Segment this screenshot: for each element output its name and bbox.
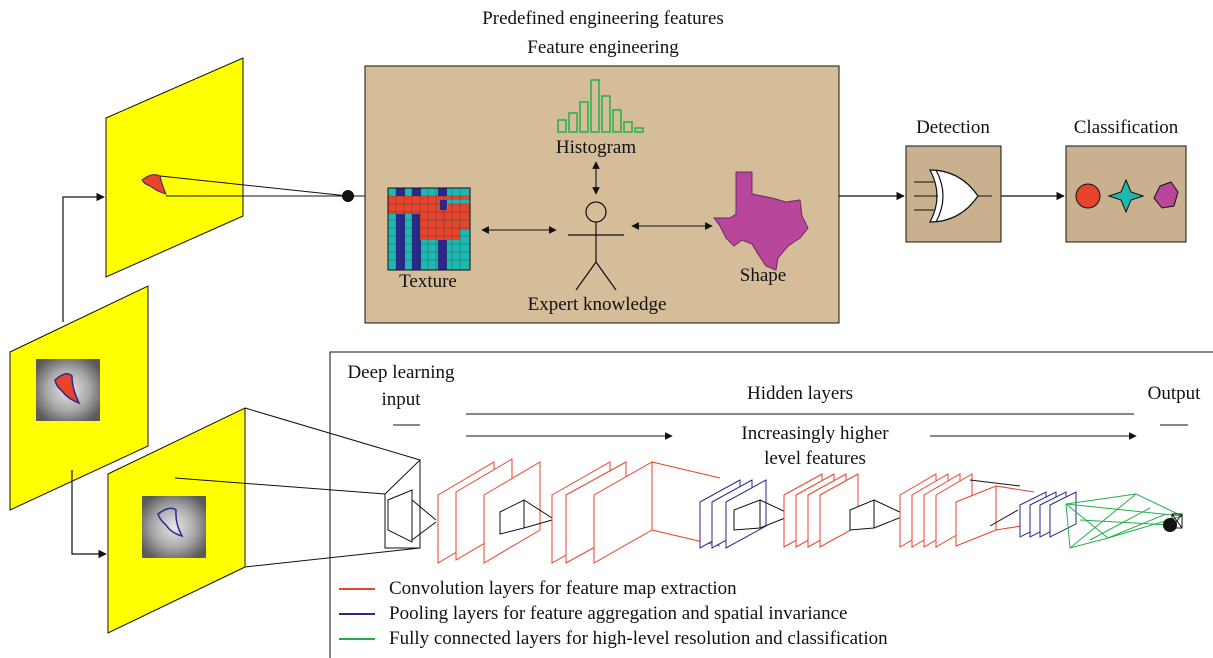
classification-box [1065,145,1187,243]
deep-learning-input-label: Deep learning [347,362,455,383]
shape-icon [713,171,809,271]
features-label-line1: Increasingly higher [741,423,889,444]
expert-figure-icon [568,201,624,291]
class-circle-icon [1075,183,1101,209]
conv-layers-3 [783,473,859,548]
legend-pooling: Pooling layers for feature aggregation a… [339,603,847,625]
legend-fully-connected: Fully connected layers for high-level re… [339,628,888,650]
header-title: Predefined engineering features [482,8,724,29]
lesion-shape-middle [54,373,81,405]
output-node [1163,518,1177,532]
legend-label-convolution: Convolution layers for feature map extra… [389,578,737,599]
shape-label: Shape [739,265,787,286]
or-gate-icon [928,169,979,223]
deep-learning-input-label-2: input [381,389,421,410]
deep-learning-panel [329,351,1213,658]
fully-connected-layers [1065,493,1184,549]
expert-knowledge-label: Expert knowledge [527,294,667,315]
hidden-layers-label: Hidden layers [746,383,854,404]
legend-swatch-convolution [339,588,375,590]
top-panel [105,57,244,278]
feature-engineering-title: Feature engineering [527,37,679,58]
class-hexagon-icon [1153,181,1179,209]
conv-layers-4 [899,473,1035,548]
detection-box [905,145,1065,243]
arrow-to-bottom-panel [71,470,107,559]
left-panels [9,57,421,634]
legend-swatch-pooling [339,613,375,615]
detection-label: Detection [916,117,990,138]
legend-swatch-fully-connected [339,638,375,640]
arrow-to-top-panel [62,192,105,322]
conv-layers-1 [437,458,541,564]
legend-label-pooling: Pooling layers for feature aggregation a… [389,603,848,624]
classification-label: Classification [1073,117,1179,138]
legend-label-fully-connected: Fully connected layers for high-level re… [389,628,888,649]
lesion-shape-top [141,174,167,195]
input-layer [384,458,437,549]
conv-layers-2 [551,461,721,564]
output-label: Output [1147,383,1201,404]
histogram-label: Histogram [555,137,637,158]
mammogram-image-bottom [142,496,206,558]
histogram-icon [557,79,644,133]
lesion-outline-bottom [157,507,184,538]
output-mark-icon [1171,513,1183,529]
features-label-line2: level features [764,448,866,469]
legend-convolution: Convolution layers for feature map extra… [339,578,737,600]
texture-label: Texture [399,271,457,292]
feature-engineering-box [348,65,905,324]
texture-icon [387,187,471,271]
pooling-layers-2 [1019,491,1077,538]
class-star-icon [1107,178,1145,214]
